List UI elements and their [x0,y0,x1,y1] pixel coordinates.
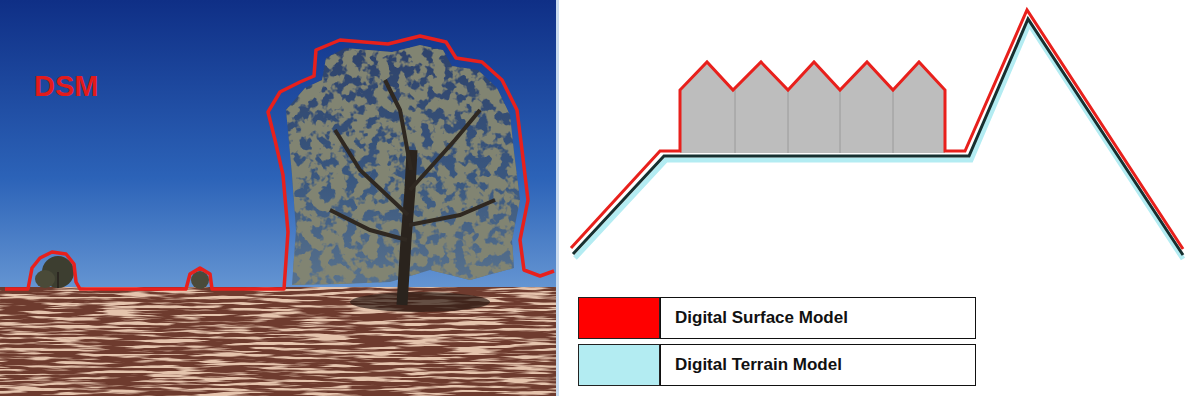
profile-diagram [571,10,1183,259]
legend-swatch [578,297,660,339]
legend-text: Digital Terrain Model [675,355,842,375]
photo-label: DSM [34,70,98,103]
tree-photo [0,0,556,396]
legend-row: Digital Surface Model [578,297,976,339]
legend-text: Digital Surface Model [675,308,848,328]
legend-cell: Digital Surface Model [660,297,976,339]
legend-swatch [578,344,660,386]
legend-table: Digital Surface ModelDigital Terrain Mod… [578,297,976,391]
legend-row: Digital Terrain Model [578,344,976,386]
legend-cell: Digital Terrain Model [660,344,976,386]
